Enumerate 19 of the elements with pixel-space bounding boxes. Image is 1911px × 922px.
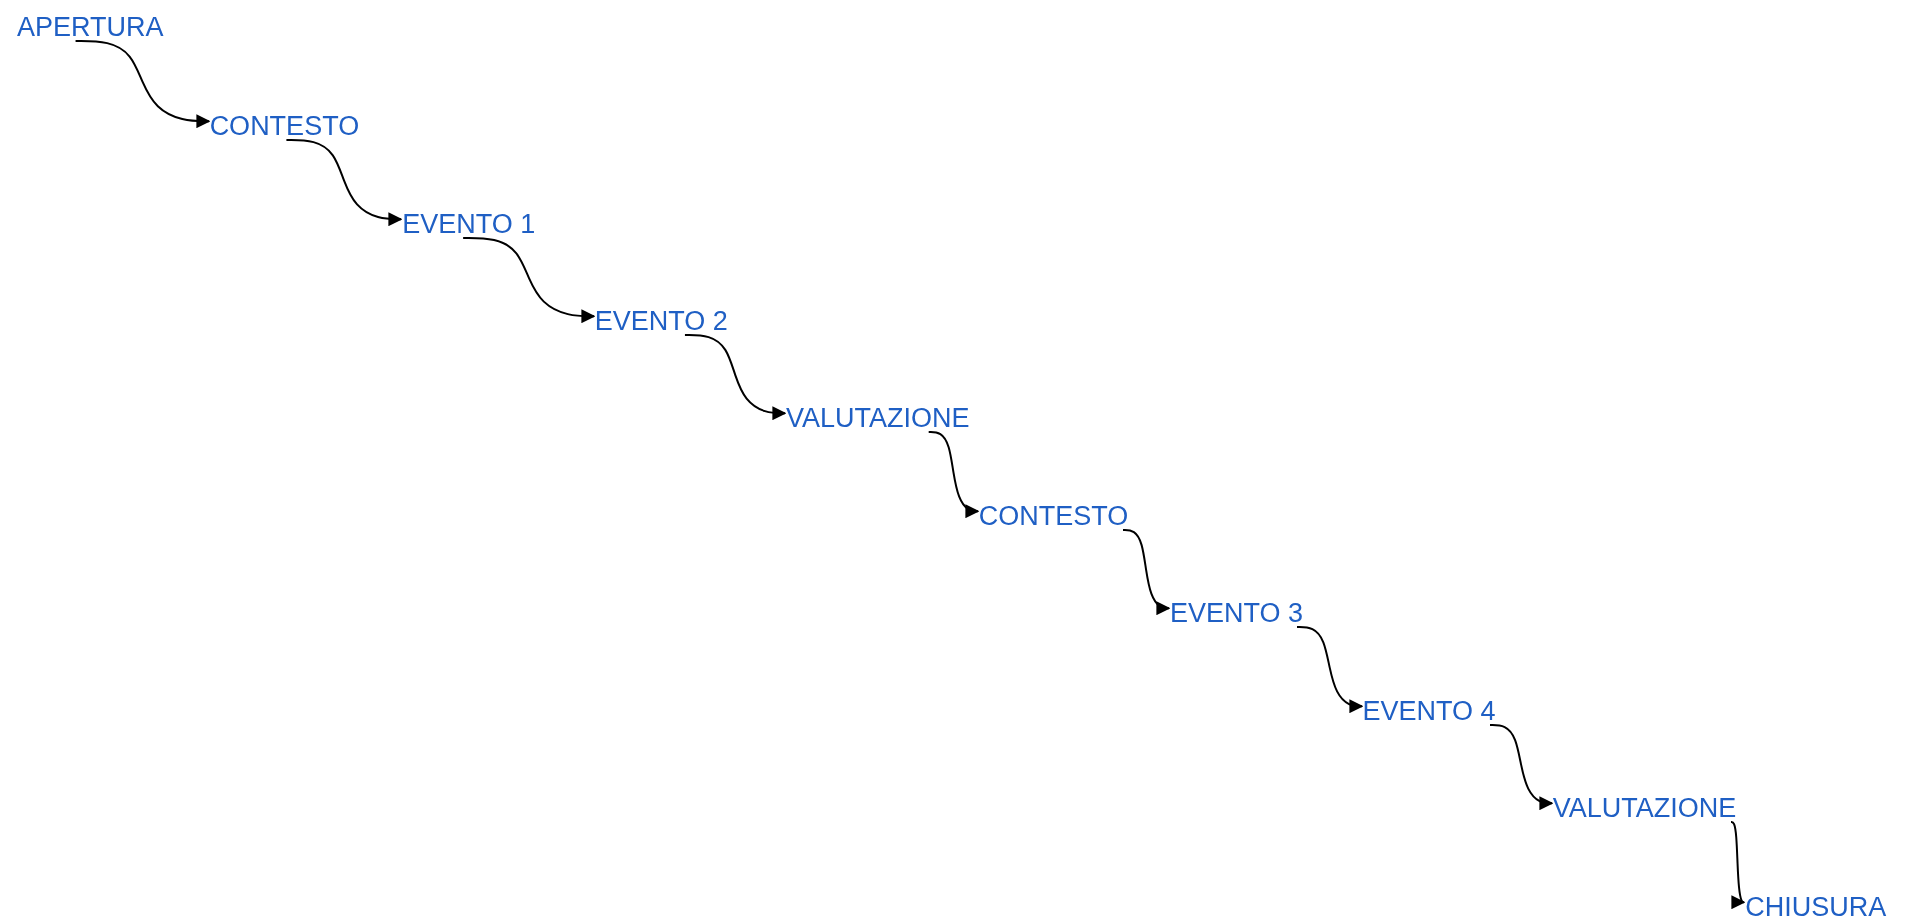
curved-arrow [74,40,211,129]
step-label: EVENTO 4 [1362,694,1496,727]
step-label: EVENTO 1 [402,208,536,241]
curved-arrow [1489,724,1554,811]
curved-arrow [1730,821,1746,910]
step-label: EVENTO 3 [1170,597,1304,630]
step-label: CONTESTO [209,109,360,142]
curved-arrow [285,139,403,227]
step-label: CONTESTO [978,499,1129,532]
step-label: APERTURA [17,10,164,43]
step-label: VALUTAZIONE [1552,792,1737,825]
step-label: VALUTAZIONE [786,402,970,435]
curved-arrow [927,431,980,519]
step-label: EVENTO 2 [594,304,728,337]
step-label: CHIUSURA [1745,890,1887,922]
curved-arrow [1296,626,1364,714]
curved-arrow [462,237,596,324]
curved-arrow [683,334,787,421]
curved-arrow [1122,529,1171,616]
